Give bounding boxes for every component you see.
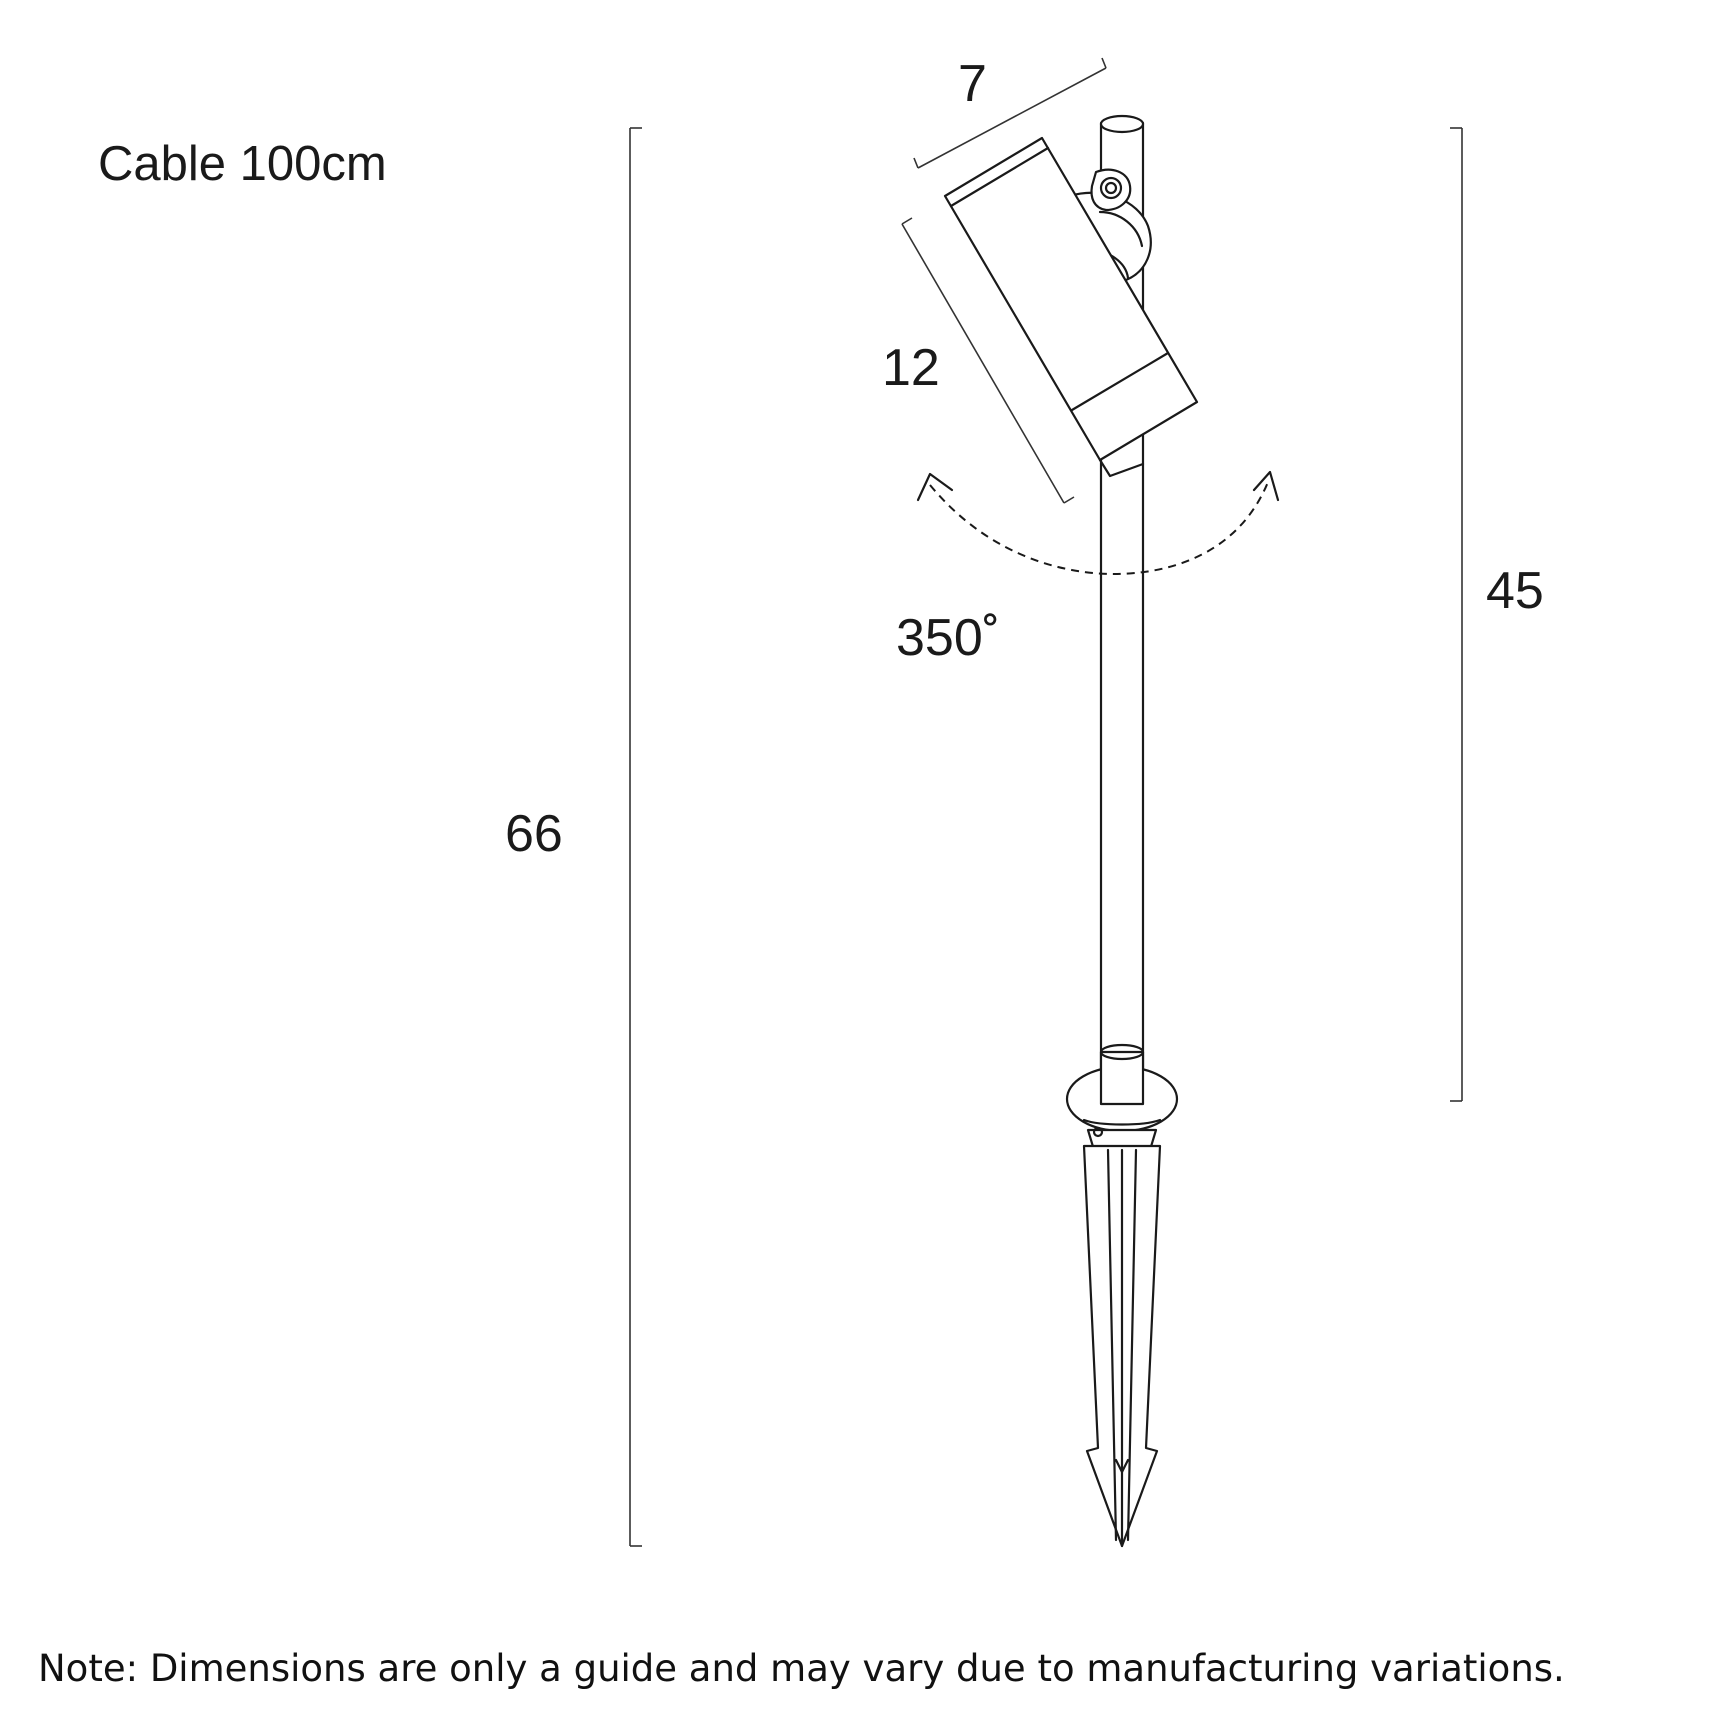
stem-height-label: 45 [1486,562,1544,620]
cable-length-label: Cable 100cm [98,137,387,191]
total-height-bracket [629,127,642,1547]
total-height-label: 66 [505,805,563,863]
head-length-label: 12 [882,339,940,397]
rotation-arc [916,470,1280,576]
head-length-dimension [901,217,1075,504]
ground-spike [1082,1144,1162,1548]
disclaimer-note: Note: Dimensions are only a guide and ma… [38,1647,1565,1690]
ground-collar [1065,1043,1179,1152]
rotation-angle-label: 350˚ [896,609,1001,667]
stem-height-bracket [1450,127,1463,1102]
head-width-label: 7 [958,55,987,113]
light-head [943,136,1199,478]
head-width-dimension [913,57,1107,169]
